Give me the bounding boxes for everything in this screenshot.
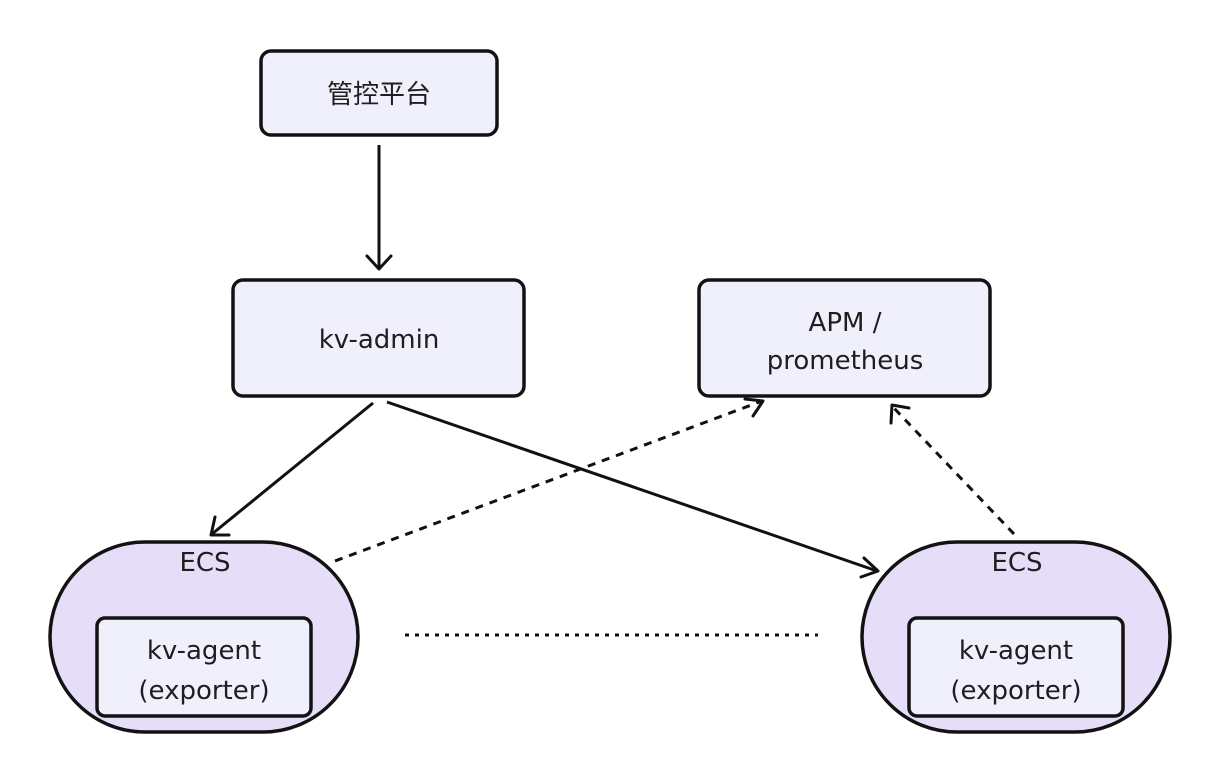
edge-admin-to-ecs-right — [386, 400, 880, 579]
kv-agent-left-line1: kv-agent — [147, 636, 261, 666]
apm-label-line1: APM / — [809, 308, 882, 338]
kv-agent-left-node: kv-agent (exporter) — [95, 616, 313, 718]
apm-node: APM / prometheus — [697, 278, 992, 398]
control-platform-node: 管控平台 — [259, 49, 499, 137]
control-platform-label: 管控平台 — [327, 80, 431, 110]
ecs-left-label: ECS — [179, 548, 230, 578]
kv-agent-right-node: kv-agent (exporter) — [907, 616, 1125, 718]
kv-admin-node: kv-admin — [231, 278, 526, 398]
kv-admin-label: kv-admin — [319, 325, 440, 355]
kv-agent-right-line1: kv-agent — [959, 636, 1073, 666]
edge-admin-to-ecs-left — [209, 401, 374, 537]
ecs-right-node: ECS kv-agent (exporter) — [860, 540, 1172, 734]
ecs-right-label: ECS — [991, 548, 1042, 578]
apm-label-line2: prometheus — [767, 346, 924, 376]
edge-ecs-left-to-apm — [334, 397, 765, 563]
edge-ecs-right-to-apm — [889, 403, 1016, 536]
kv-agent-right-line2: (exporter) — [950, 676, 1081, 706]
kv-agent-left-line2: (exporter) — [138, 676, 269, 706]
edge-control-to-admin — [365, 145, 393, 271]
ecs-left-node: ECS kv-agent (exporter) — [48, 540, 360, 734]
